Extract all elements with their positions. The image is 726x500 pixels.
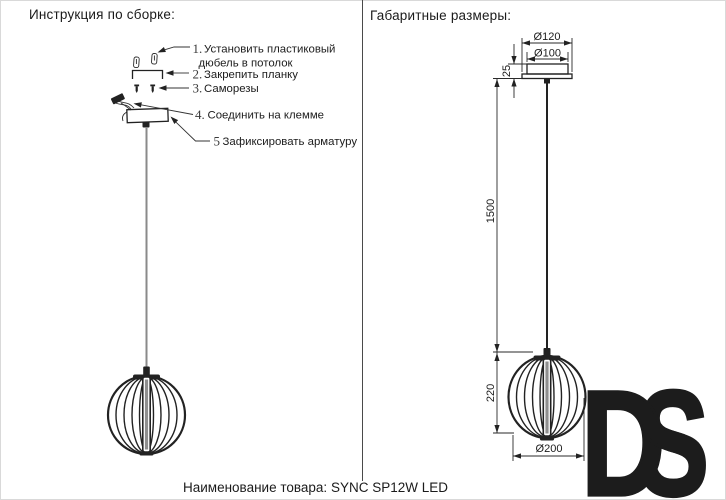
product-name-line: Наименование товара: SYNC SP12W LED (183, 480, 448, 495)
callout-4-label: Соединить на клемме (208, 110, 325, 122)
callout-3-number: 3. (193, 81, 203, 96)
dowel-pins (133, 53, 158, 69)
callout-leaders (133, 46, 210, 142)
screws (134, 84, 156, 93)
cage-shade (106, 366, 187, 456)
dim-canopy-outer: Ø120 (534, 31, 561, 43)
cage-shade-dim (507, 348, 587, 441)
brand-logo: S D S (580, 384, 711, 500)
dimension-labels: Ø120 Ø100 25 1500 220 Ø200 (485, 31, 562, 455)
callout-1-label: Установить пластиковый (204, 44, 335, 56)
product-name-value: SYNC SP12W LED (330, 480, 448, 495)
logo-letter-s-overlap: S (637, 384, 709, 500)
callout-3-label: Саморезы (204, 83, 259, 95)
callouts: 1. Установить пластиковый дюбель в потол… (193, 41, 358, 149)
mounting-bar (131, 69, 164, 79)
dimensions-drawing: Ø120 Ø100 25 1500 220 Ø200 (485, 31, 587, 461)
callout-2-number: 2. (193, 67, 203, 82)
callout-1-label-line2: дюбель в потолок (199, 58, 294, 70)
panel-divider (362, 0, 363, 481)
extension-lines (493, 38, 585, 461)
dim-suspension-length: 1500 (485, 199, 497, 223)
logo-letter-s: S (637, 384, 709, 500)
callout-1-number: 1. (193, 41, 203, 56)
dim-shade-height: 220 (485, 384, 497, 402)
dimensions-title: Габаритные размеры: (370, 8, 512, 23)
assembly-title: Инструкция по сборке: (29, 7, 176, 22)
terminal-wires (110, 93, 135, 111)
dim-canopy-inner: Ø100 (534, 48, 561, 60)
canopy (122, 107, 169, 128)
logo-letter-d: D (581, 384, 665, 500)
dim-shade-diameter: Ø200 (536, 443, 563, 455)
canopy-dim (521, 63, 573, 84)
dimension-arrows (494, 40, 584, 459)
callout-2-label: Закрепить планку (204, 69, 298, 81)
product-name-label: Наименование товара: (183, 480, 328, 495)
callout-4-number: 4. (195, 107, 205, 122)
assembly-drawing: 1. Установить пластиковый дюбель в потол… (106, 41, 358, 456)
dim-canopy-height: 25 (501, 65, 513, 77)
dimension-lines (496, 42, 584, 457)
callout-5-label: Зафиксировать арматуру (223, 136, 358, 148)
callout-5-number: 5 (214, 134, 221, 149)
